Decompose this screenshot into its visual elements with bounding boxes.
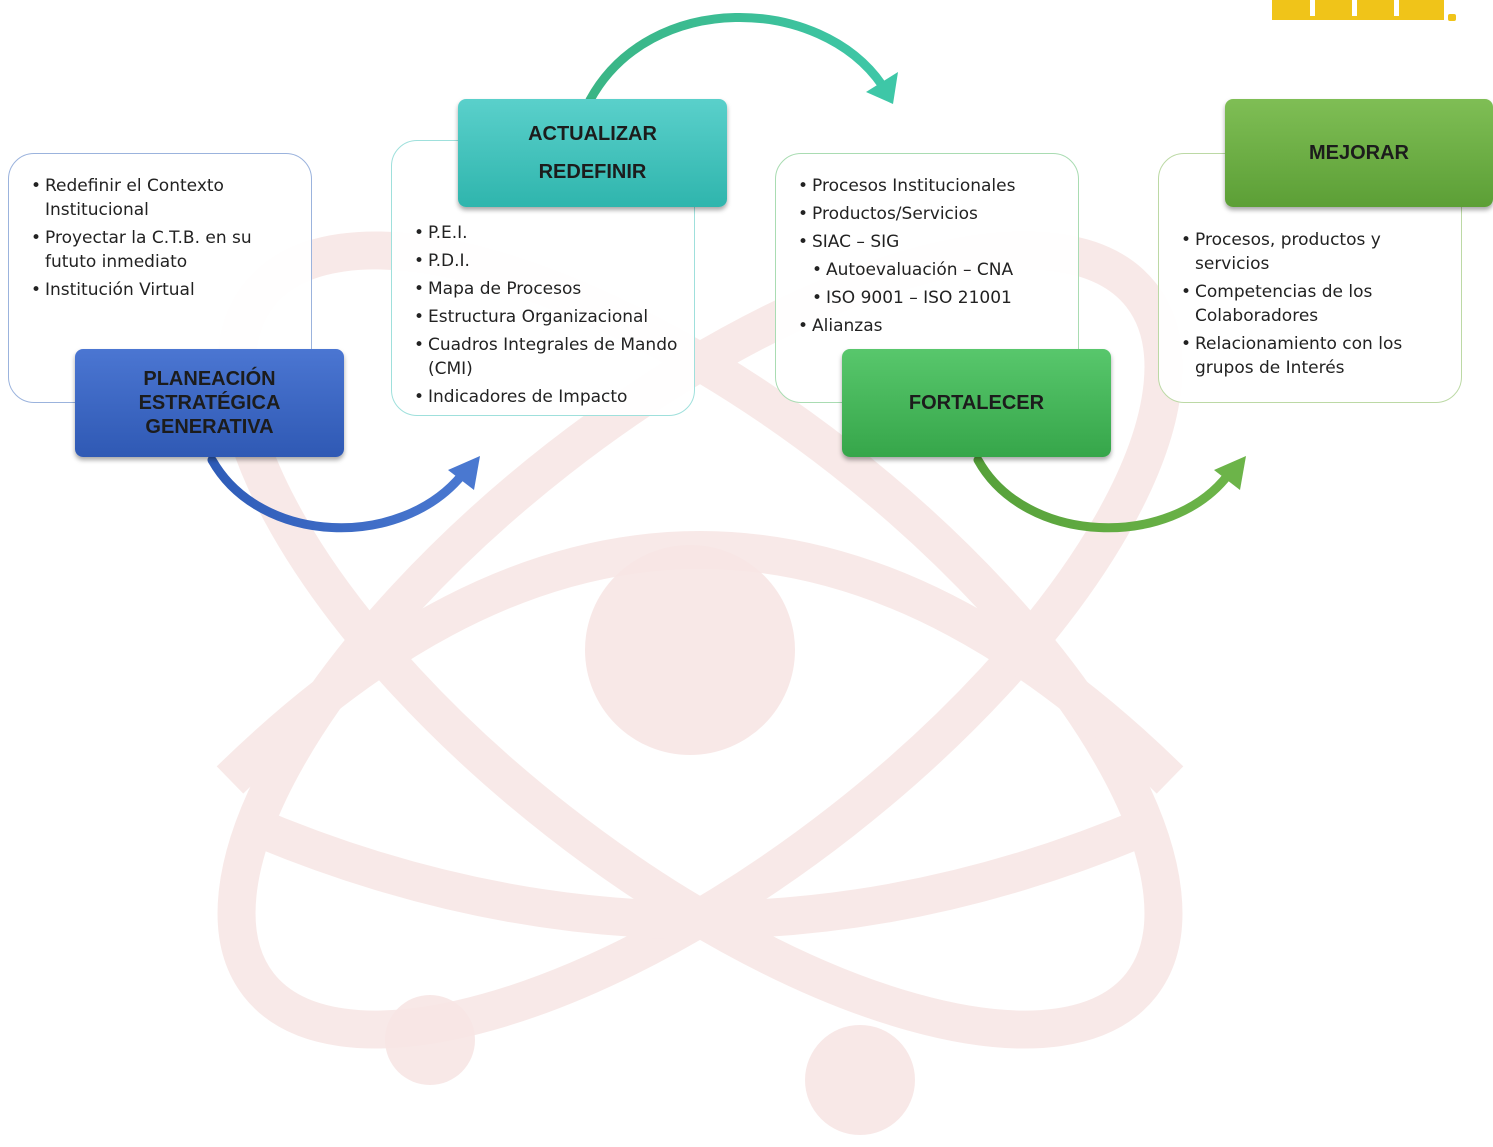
list-item: SIAC – SIG <box>798 230 1068 254</box>
actualizar-items: P.E.I. P.D.I. Mapa de Procesos Estructur… <box>414 221 682 409</box>
actualizar-stage-title: ACTUALIZAR REDEFINIR <box>458 99 727 207</box>
mejorar-items: Procesos, productos y servicios Competen… <box>1181 228 1447 380</box>
list-item: P.D.I. <box>414 249 682 273</box>
list-item: Procesos Institucionales <box>798 174 1068 198</box>
list-item: Procesos, productos y servicios <box>1181 228 1447 276</box>
list-item: Cuadros Integrales de Mando (CMI) <box>414 333 682 381</box>
arrow-planeacion-to-actualizar <box>207 455 480 533</box>
list-item: Autoevaluación – CNA <box>812 258 1068 282</box>
list-item: Mapa de Procesos <box>414 277 682 301</box>
stage-title-line: FORTALECER <box>908 391 1045 414</box>
list-item: P.E.I. <box>414 221 682 245</box>
yellow-building-logo <box>1272 0 1456 21</box>
list-item: Indicadores de Impacto <box>414 385 682 409</box>
planeacion-items: Redefinir el Contexto Institucional Proy… <box>31 174 295 302</box>
planeacion-stage-title: PLANEACIÓN ESTRATÉGICA GENERATIVA <box>75 349 344 457</box>
list-item: Competencias de los Colaboradores <box>1181 280 1447 328</box>
list-item: ISO 9001 – ISO 21001 <box>812 286 1068 310</box>
arrow-fortalecer-to-mejorar <box>973 455 1246 533</box>
list-item: Estructura Organizacional <box>414 305 682 329</box>
list-item: Alianzas <box>798 314 1068 338</box>
list-item: Proyectar la C.T.B. en su fututo inmedia… <box>31 226 295 274</box>
stage-title-line: MEJORAR <box>1308 141 1409 164</box>
stage-title-line: GENERATIVA <box>145 416 274 438</box>
arrow-actualizar-to-fortalecer <box>585 12 898 105</box>
fortalecer-items: Procesos Institucionales Productos/Servi… <box>798 174 1068 338</box>
list-item: Relacionamiento con los grupos de Interé… <box>1181 332 1447 380</box>
stage-title-line: ACTUALIZAR <box>528 123 657 145</box>
mejorar-stage-title: MEJORAR <box>1225 99 1493 207</box>
stage-title-line: ESTRATÉGICA <box>138 392 281 414</box>
list-item: Productos/Servicios <box>798 202 1068 226</box>
stage-title-line: PLANEACIÓN <box>143 368 276 390</box>
list-item: Institución Virtual <box>31 278 295 302</box>
stage-title-line: REDEFINIR <box>538 161 647 183</box>
fortalecer-stage-title: FORTALECER <box>842 349 1111 457</box>
list-item: Redefinir el Contexto Institucional <box>31 174 295 222</box>
